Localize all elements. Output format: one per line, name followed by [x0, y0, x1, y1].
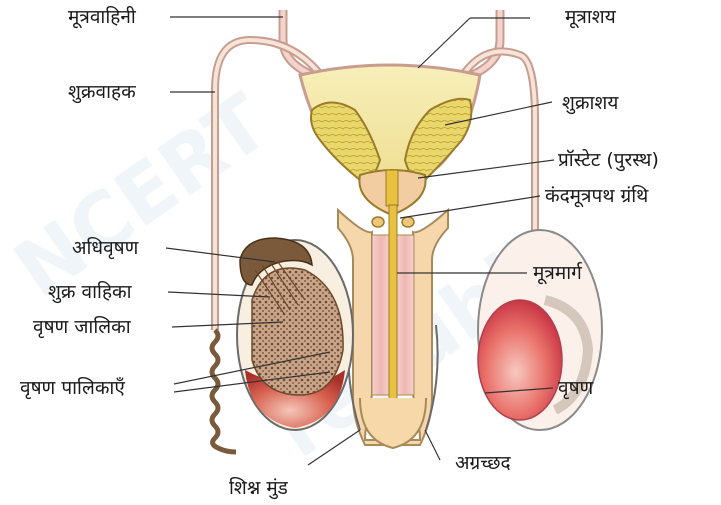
label-epididymis: अधिवृषण — [72, 237, 138, 259]
label-vasa-efferentia: शुक्र वाहिका — [48, 281, 132, 303]
right-testis — [478, 300, 562, 420]
leader-bulbourethral — [400, 196, 540, 218]
bulbourethral-right — [402, 217, 414, 227]
label-prostate: प्रॉस्टेट (पुरस्थ) — [558, 149, 659, 171]
label-urethra: मूत्रमार्ग — [533, 262, 582, 284]
label-testis: वृषण — [558, 377, 593, 399]
prostate-duct — [386, 170, 398, 206]
label-rete-testis: वृषण जालिका — [33, 316, 131, 338]
label-urinary-bladder: मूत्राशय — [565, 6, 616, 28]
label-glans-penis: शिश्न मुंड — [229, 477, 288, 499]
label-vas-deferens: शुक्रवाहक — [68, 81, 136, 103]
corpus-cavernosum-left — [372, 235, 390, 395]
corpus-cavernosum-right — [396, 235, 414, 395]
label-testicular-lobules: वृषण पालिकाएँ — [20, 377, 125, 399]
label-foreskin: अग्रच्छद — [455, 452, 511, 474]
label-ureter: मूत्रवाहिनी — [68, 6, 136, 28]
label-bulbourethral-gland: कंदमूत्रपथ ग्रंथि — [545, 185, 648, 207]
watermark-text-1: NCERT — [0, 78, 285, 316]
leader-bladder-2 — [418, 18, 470, 68]
bulbourethral-left — [372, 217, 384, 227]
label-seminal-vesicle: शुक्राशय — [562, 92, 618, 114]
leader-foreskin — [425, 430, 440, 460]
left-vas-coil — [212, 330, 236, 452]
